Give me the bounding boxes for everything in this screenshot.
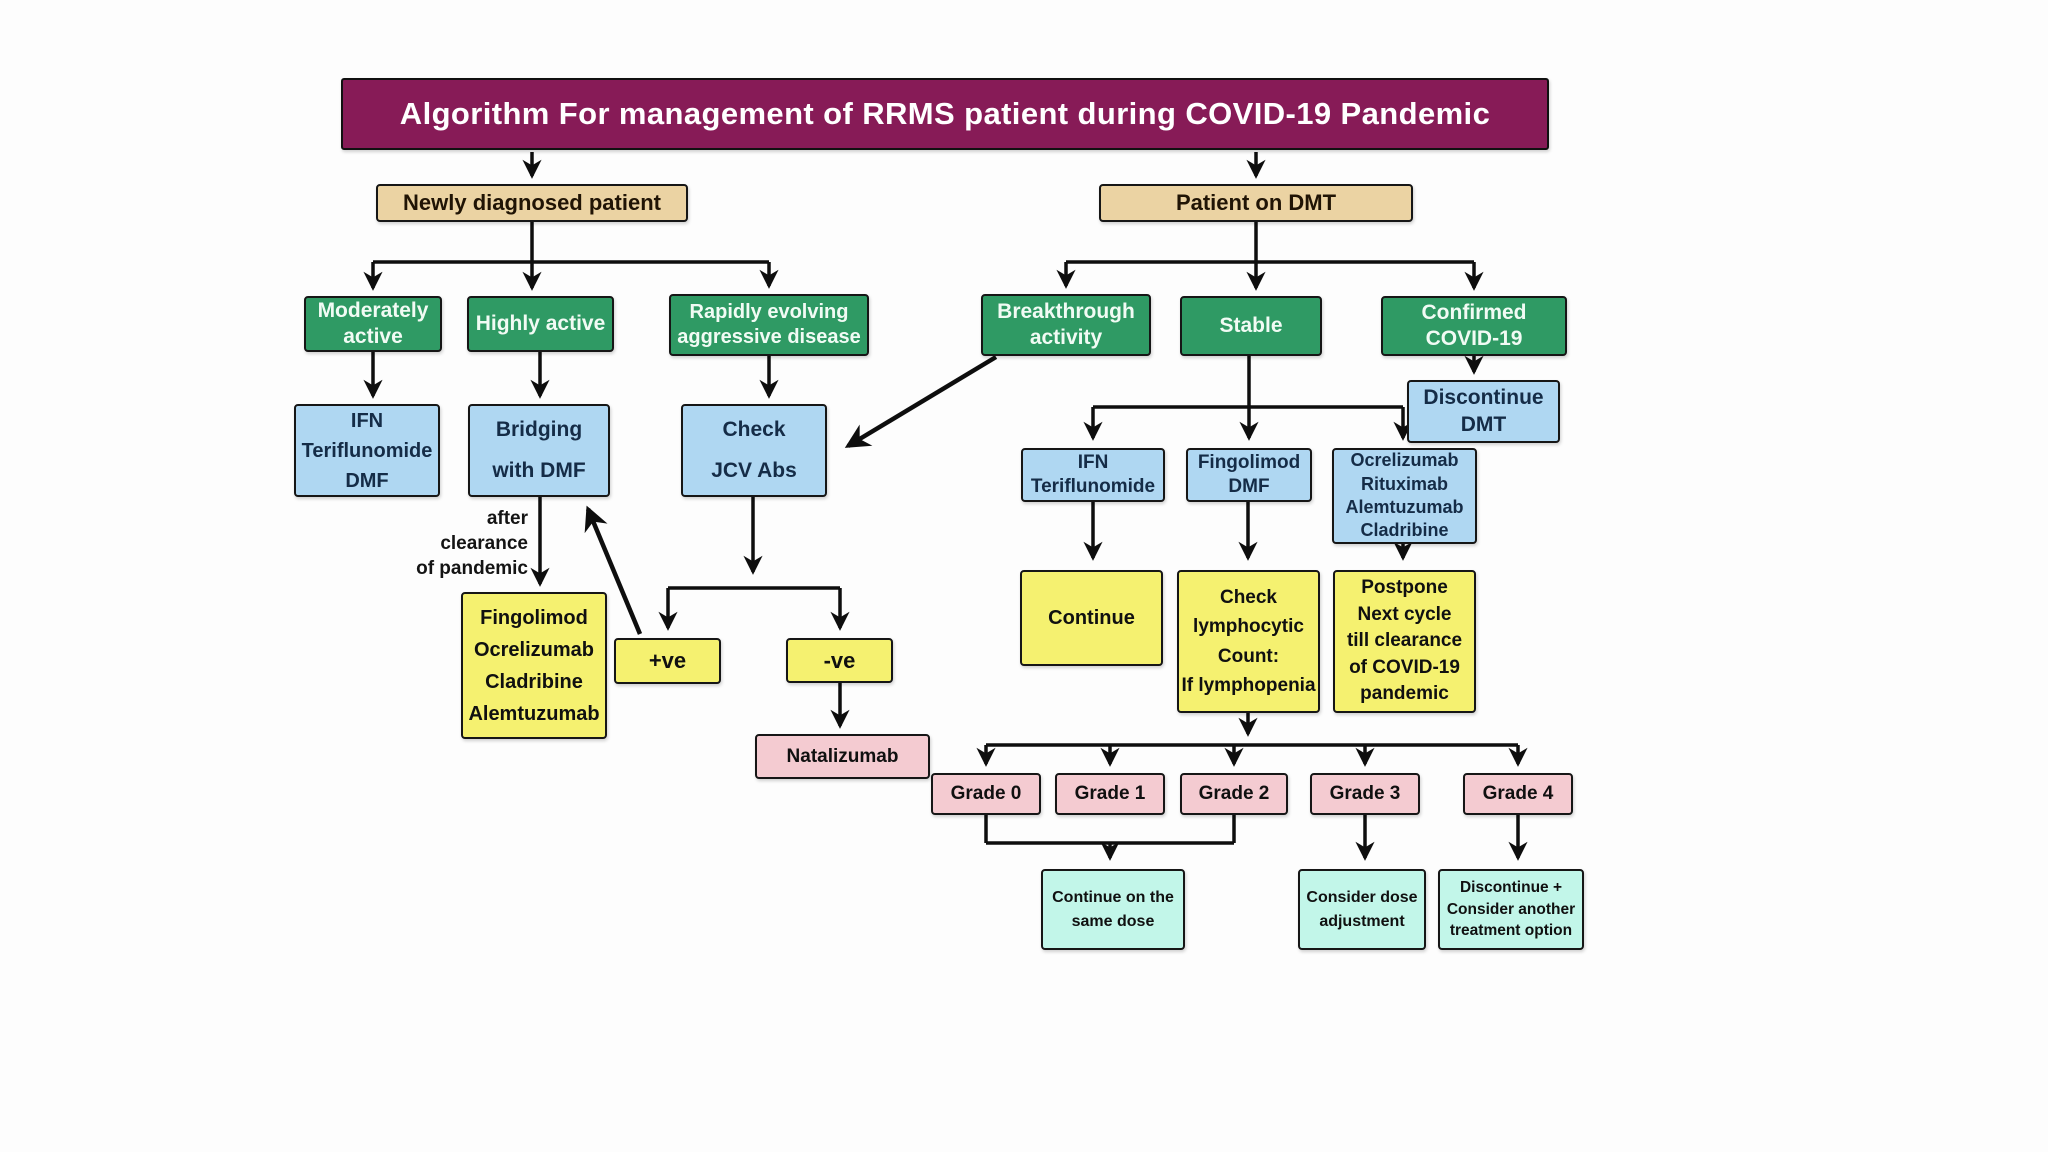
node-fingolimod-dmf: Fingolimod DMF [1186, 448, 1312, 502]
node-grade-3: Grade 3 [1310, 773, 1420, 815]
node-consider-dose-adjustment: Consider dose adjustment [1298, 869, 1426, 950]
node-continue-same-dose: Continue on the same dose [1041, 869, 1185, 950]
node-title: Algorithm For management of RRMS patient… [341, 78, 1549, 150]
node-bridging-drugs: Fingolimod Ocrelizumab Cladribine Alemtu… [461, 592, 607, 739]
node-rapidly-evolving: Rapidly evolving aggressive disease [669, 294, 869, 356]
node-grade-0: Grade 0 [931, 773, 1041, 815]
node-discontinue-dmt: Discontinue DMT [1407, 380, 1560, 443]
node-highly-active: Highly active [467, 296, 614, 352]
node-grade-2: Grade 2 [1180, 773, 1288, 815]
node-ifn-teriflunomide: IFN Teriflunomide [1021, 448, 1165, 502]
node-check-jcv-abs: Check JCV Abs [681, 404, 827, 497]
node-ifn-teriflunomide-dmf: IFN Teriflunomide DMF [294, 404, 440, 497]
node-jcv-positive: +ve [614, 638, 721, 684]
node-discontinue-consider-another: Discontinue + Consider another treatment… [1438, 869, 1584, 950]
node-patient-on-dmt: Patient on DMT [1099, 184, 1413, 222]
node-newly-diagnosed: Newly diagnosed patient [376, 184, 688, 222]
node-check-lymphocytic-count: Check lymphocytic Count: If lymphopenia [1177, 570, 1320, 713]
node-bridging-with-dmf: Bridging with DMF [468, 404, 610, 497]
node-natalizumab: Natalizumab [755, 734, 930, 779]
node-grade-1: Grade 1 [1055, 773, 1165, 815]
node-continue: Continue [1020, 570, 1163, 666]
annotation-after-clearance: after clearance of pandemic [416, 508, 528, 580]
node-grade-4: Grade 4 [1463, 773, 1573, 815]
node-postpone-next-cycle: Postpone Next cycle till clearance of CO… [1333, 570, 1476, 713]
node-breakthrough-activity: Breakthrough activity [981, 294, 1151, 356]
node-confirmed-covid19: Confirmed COVID-19 [1381, 296, 1567, 356]
node-jcv-negative: -ve [786, 638, 893, 683]
node-ocrelizumab-group: Ocrelizumab Rituximab Alemtuzumab Cladri… [1332, 448, 1477, 544]
node-moderately-active: Moderately active [304, 296, 442, 352]
node-stable: Stable [1180, 296, 1322, 356]
